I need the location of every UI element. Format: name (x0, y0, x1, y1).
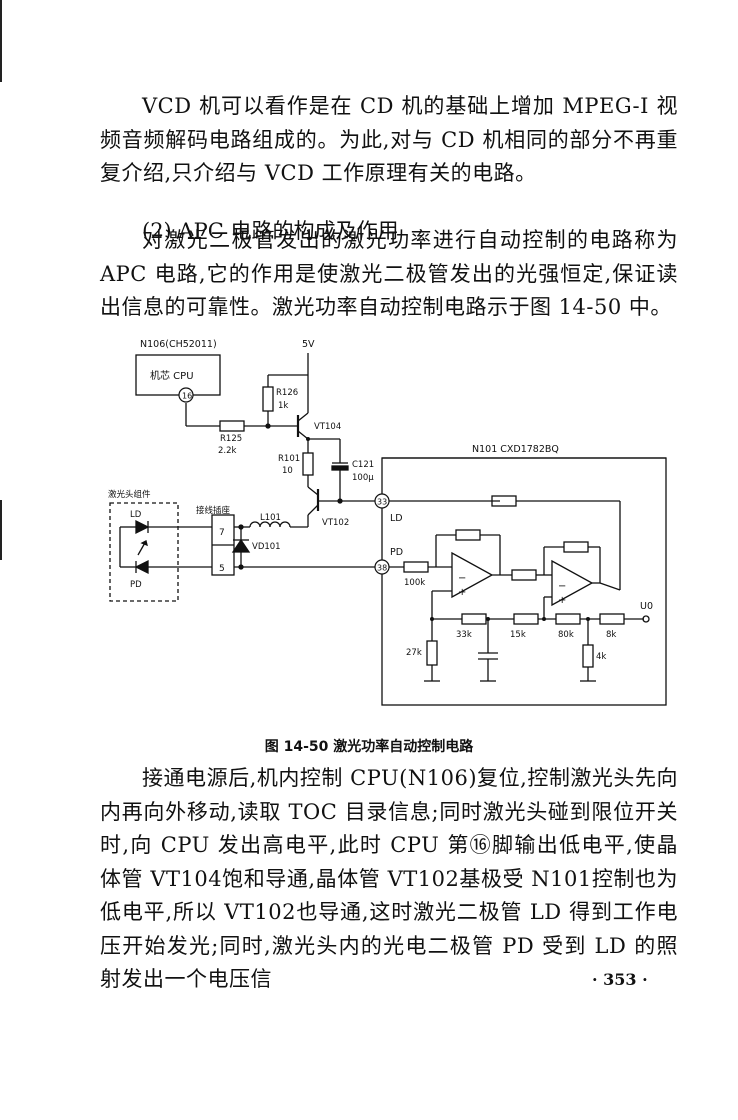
pin38-marker (374, 559, 390, 575)
label-5v: 5V (302, 339, 315, 350)
inductor-l101 (249, 521, 291, 528)
label-4k: 4k (596, 652, 606, 662)
label-c121: C121 (352, 460, 374, 470)
label-cpu-box: 机芯 CPU (150, 369, 194, 382)
page-edge-line (0, 500, 2, 560)
label-n101: N101 CXD1782BQ (472, 444, 559, 455)
pin33-marker (374, 493, 390, 509)
section-heading: (2) APC 电路的构成及作用 (142, 219, 399, 243)
label-connector-pin5: 5 (219, 564, 225, 574)
laser-head-assembly-box (109, 502, 179, 602)
label-pin38: 38 (377, 564, 387, 573)
cpu-box (135, 354, 221, 396)
page-number: · 353 · (592, 970, 648, 989)
resistor-interstage (511, 569, 537, 581)
label-80k: 80k (558, 630, 574, 640)
apc-circuit-diagram: N106(CH52011) 机芯 CPU 16 5V R126 1k VT104… (108, 339, 667, 706)
n101-chip-box (381, 457, 667, 706)
svg-text:−: − (458, 573, 466, 584)
label-laser-assembly: 激光头组件 (108, 489, 151, 500)
label-8k: 8k (606, 630, 616, 640)
pin16-marker (178, 387, 194, 403)
label-connector-pin7: 7 (219, 528, 225, 538)
svg-text:+: + (458, 587, 466, 598)
label-vt104: VT104 (314, 422, 341, 432)
label-ld-pin: LD (390, 513, 403, 524)
resistor-8k (599, 613, 625, 625)
label-c121-value: 100μ (352, 473, 374, 483)
label-connector: 接线插座 (196, 505, 231, 516)
resistor-80k (555, 613, 581, 625)
label-r125: R125 (220, 434, 242, 444)
resistor-33k (461, 613, 487, 625)
label-15k: 15k (510, 630, 526, 640)
label-r126-value: 1k (278, 401, 288, 411)
label-r101: R101 (278, 454, 300, 464)
label-u0: U0 (640, 601, 653, 612)
resistor-27k (426, 640, 438, 666)
label-27k: 27k (406, 648, 422, 658)
label-vd101: VD101 (252, 542, 281, 552)
label-n106: N106(CH52011) (140, 339, 217, 350)
resistor-4k (582, 644, 594, 668)
label-r126: R126 (276, 388, 298, 398)
label-pin33: 33 (377, 498, 387, 507)
resistor-opamp2-feedback (563, 541, 589, 553)
paragraph-operation: 接通电源后,机内控制 CPU(N106)复位,控制激光头先向内再向外移动,读取 … (100, 766, 678, 991)
label-pin16: 16 (182, 392, 192, 401)
paragraph-intro: VCD 机可以看作是在 CD 机的基础上增加 MPEG-I 视频音频解码电路组成… (100, 94, 678, 185)
label-ld-component: LD (130, 510, 142, 520)
paragraph-apc: 对激光二极管发出的激光功率进行自动控制的电路称为 APC 电路,它的作用是使激光… (100, 228, 678, 319)
label-r125-value: 2.2k (218, 446, 237, 456)
resistor-100k (403, 561, 429, 573)
label-vt102: VT102 (322, 518, 349, 528)
resistor-opamp1-feedback (455, 529, 481, 541)
svg-text:+: + (558, 595, 566, 606)
resistor-r126 (262, 386, 274, 412)
op-amp-1 (451, 551, 494, 599)
label-r101-value: 10 (282, 466, 293, 476)
label-33k: 33k (456, 630, 472, 640)
page-edge-line (0, 0, 2, 82)
op-amp-2 (551, 559, 594, 607)
label-pd-pin: PD (390, 547, 403, 558)
label-l101: L101 (260, 513, 281, 523)
resistor-15k (513, 613, 539, 625)
label-100k: 100k (404, 578, 425, 588)
label-pd-component: PD (130, 580, 142, 590)
resistor-r101 (302, 452, 314, 476)
resistor-r125 (219, 420, 245, 432)
svg-text:−: − (558, 581, 566, 592)
figure-caption: 图 14-50 激光功率自动控制电路 (264, 739, 474, 755)
